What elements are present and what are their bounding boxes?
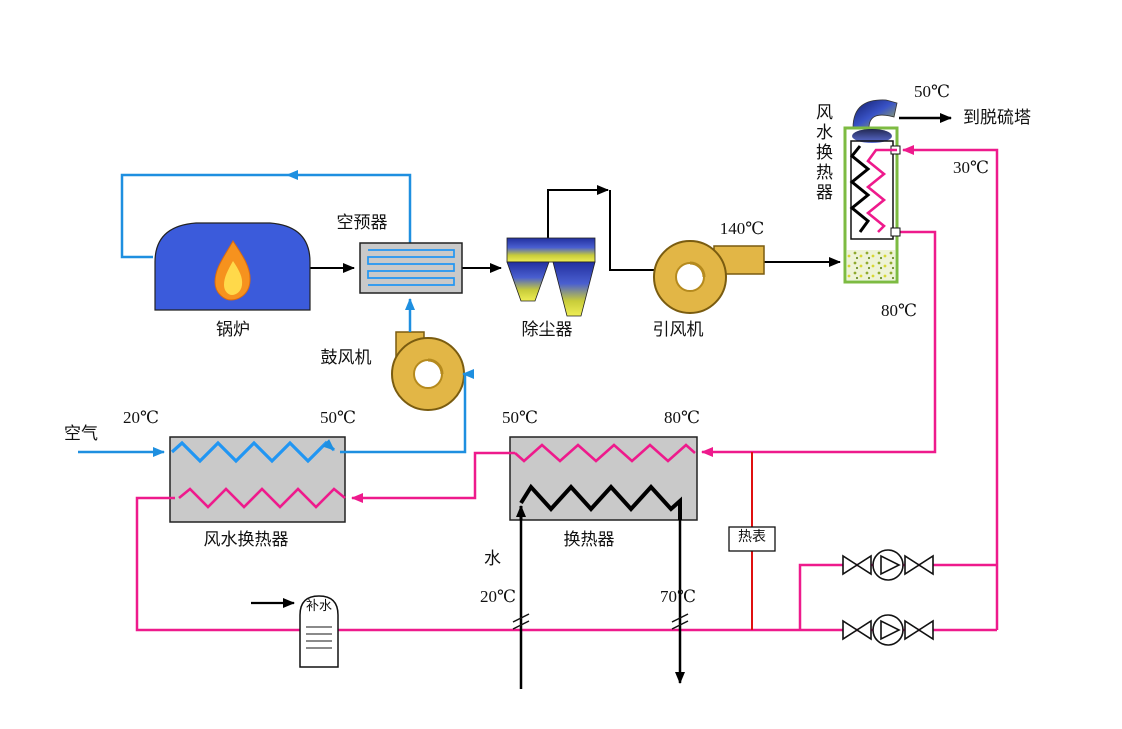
pipe-break-icon — [512, 613, 689, 630]
hot-water-loop — [135, 145, 999, 632]
preheater-label: 空预器 — [336, 213, 388, 232]
water-coil-icon — [178, 487, 346, 509]
heat-exchanger-label: 换热器 — [563, 530, 615, 549]
flue-hx-label: 风水换热器 — [813, 103, 832, 203]
flue-gas-lines — [310, 113, 952, 273]
water-coil-icon — [865, 148, 897, 233]
heat-exchanger — [509, 436, 698, 521]
heat-meter-label: 热表 — [738, 530, 766, 545]
to-tower-label: 到脱硫塔 — [963, 108, 1031, 127]
temp-tap-in: 20℃ — [479, 587, 517, 606]
water-label: 水 — [484, 549, 501, 568]
hot-water-coil-icon — [514, 443, 696, 463]
induced-draft-fan — [653, 240, 765, 314]
air-water-heat-exchanger — [78, 369, 474, 523]
temp-loop-supply: 80℃ — [880, 301, 918, 320]
valve-icon — [904, 619, 934, 641]
air-inlet-label: 空气 — [64, 424, 98, 443]
air-water-hx-label: 风水换热器 — [203, 530, 289, 549]
boiler-label: 锅炉 — [216, 320, 250, 339]
makeup-water-tank — [251, 595, 339, 668]
valve-icon — [842, 554, 872, 576]
blower-fan — [391, 298, 465, 411]
flue-coil-icon — [849, 145, 871, 233]
water-level-icon — [306, 626, 332, 649]
dust-collector-label: 除尘器 — [521, 320, 573, 339]
flue-gas-heat-exchanger — [843, 99, 901, 284]
valve-icon — [904, 554, 934, 576]
heat-meter — [728, 452, 776, 630]
tap-water-lines — [512, 505, 689, 689]
boiler — [154, 222, 311, 311]
pump-icon — [872, 614, 904, 646]
preheater-coil-icon — [367, 249, 455, 286]
temp-air-in: 20℃ — [122, 408, 160, 427]
dust-collector — [506, 237, 596, 317]
makeup-water-label: 补水 — [305, 598, 333, 613]
blower-label: 鼓风机 — [320, 348, 372, 367]
tap-water-coil-icon — [519, 483, 682, 520]
air-recirculation-line — [120, 170, 412, 259]
air-coil-icon — [170, 438, 336, 464]
temp-tap-out: 70℃ — [659, 587, 697, 606]
circulation-pumps — [842, 549, 934, 646]
temp-loop-mid: 50℃ — [501, 408, 539, 427]
pump-icon — [872, 549, 904, 581]
temp-loop-supply-hx: 80℃ — [663, 408, 701, 427]
air-preheater — [359, 242, 463, 294]
temp-air-out: 50℃ — [319, 408, 357, 427]
valve-icon — [842, 619, 872, 641]
induced-fan-label: 引风机 — [652, 320, 704, 339]
temp-flue-fan: 140℃ — [719, 219, 765, 238]
temp-stack-out: 50℃ — [913, 82, 951, 101]
temp-loop-return: 30℃ — [952, 158, 990, 177]
